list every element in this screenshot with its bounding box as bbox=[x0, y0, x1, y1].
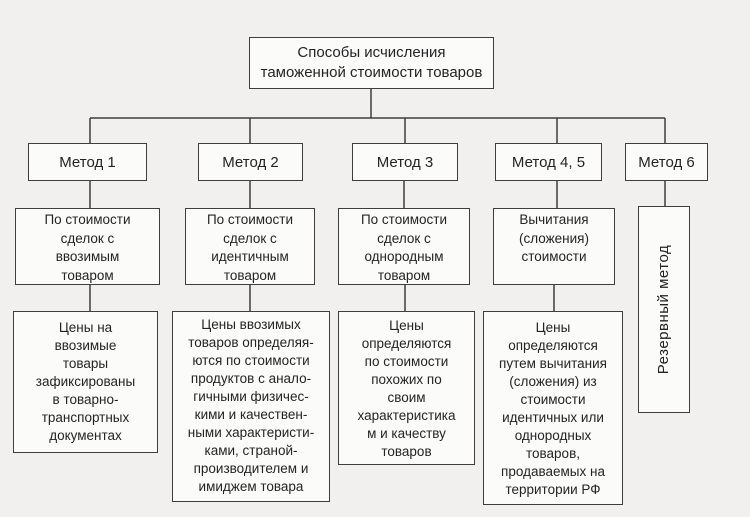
method-2-subtitle-box: По стоимости сделок с идентичным товаром bbox=[185, 208, 315, 285]
method-4-5-box: Метод 4, 5 bbox=[495, 143, 602, 181]
reserve-method-box: Резервный метод bbox=[638, 206, 690, 413]
method-3-description-box: Цены определяются по стоимости похожих п… bbox=[338, 311, 475, 465]
method-4-5-description-box: Цены определяются путем вычитания (сложе… bbox=[483, 311, 623, 505]
method-6-box: Метод 6 bbox=[625, 143, 708, 181]
method-3-subtitle-box: По стоимости сделок с однородным товаром bbox=[338, 208, 470, 285]
method-1-box: Метод 1 bbox=[28, 143, 147, 181]
method-2-description-box: Цены ввозимых товаров определяя- ются по… bbox=[172, 311, 330, 502]
method-1-description-box: Цены на ввозимые товары зафиксированы в … bbox=[13, 311, 158, 453]
method-1-subtitle-box: По стоимости сделок с ввозимым товаром bbox=[15, 208, 160, 285]
root-box: Способы исчисления таможенной стоимости … bbox=[249, 37, 494, 89]
method-4-5-subtitle-box: Вычитания (сложения) стоимости bbox=[493, 208, 615, 285]
method-2-box: Метод 2 bbox=[198, 143, 303, 181]
method-3-box: Метод 3 bbox=[352, 143, 458, 181]
reserve-method-label: Резервный метод bbox=[655, 244, 673, 375]
